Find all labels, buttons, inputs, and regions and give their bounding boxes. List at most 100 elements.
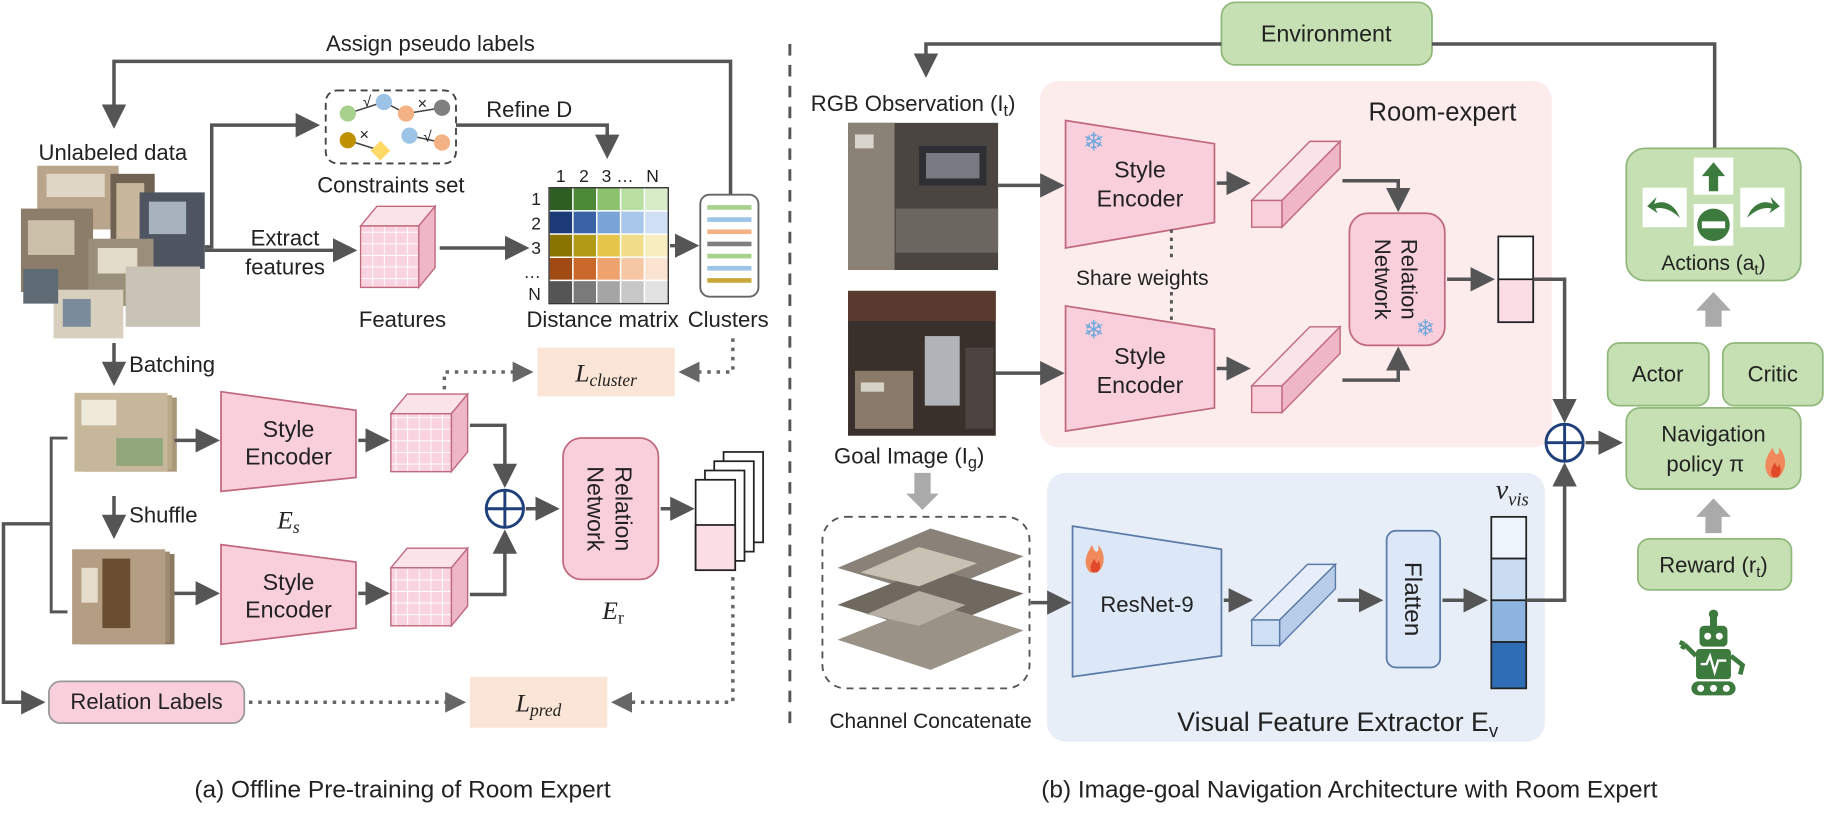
- constraints-set-box: √ × × √: [324, 89, 457, 165]
- output-vector-b: [1497, 235, 1535, 324]
- matrix-cell: [596, 210, 622, 235]
- style-encoder-b-top-line2: Encoder: [1097, 185, 1184, 211]
- batch-images-bottom: [72, 549, 175, 645]
- matrix-col-2: 2: [579, 166, 589, 186]
- matrix-cell: [643, 233, 669, 258]
- features-label: Features: [359, 307, 446, 332]
- clusters-box: [699, 193, 760, 298]
- l-pred-label: Lpred: [515, 689, 562, 721]
- navigation-policy-line2: policy π: [1666, 452, 1744, 477]
- feature-bar-blue: [1249, 562, 1338, 648]
- assign-pseudo-labels-arrow: [101, 59, 733, 195]
- es-label: Es: [276, 505, 300, 537]
- images-to-encoder-arrows: [174, 428, 221, 606]
- snowflake-icon: ❄: [1416, 315, 1436, 341]
- policy-to-actions-arrow: [1696, 292, 1731, 327]
- matrix-cell: [643, 256, 669, 282]
- stop-icon: [1697, 208, 1730, 242]
- robot-icon: [1678, 609, 1746, 696]
- matrix-cell: [596, 187, 622, 212]
- constraint-cross-1: ×: [418, 95, 428, 113]
- batching-label: Batching: [129, 352, 215, 377]
- relation-network-a-line2: Network: [582, 466, 608, 551]
- l-cluster-label: Lcluster: [574, 358, 637, 390]
- matrix-cell: [619, 233, 646, 258]
- matrix-cell: [548, 256, 574, 282]
- reward-to-policy-arrow: [1696, 498, 1731, 534]
- turn-left-icon: [1647, 197, 1680, 218]
- move-forward-icon: [1701, 162, 1726, 192]
- matrix-cell: [596, 256, 622, 282]
- features-verb-label: features: [245, 255, 325, 280]
- matrix-frame: [548, 187, 669, 305]
- batch-images-top: [74, 392, 177, 472]
- caption-a: (a) Offline Pre-training of Room Expert: [194, 776, 610, 803]
- style-encoder-a-bottom-line1: Style: [263, 569, 315, 595]
- style-encoder-a-top-line2: Encoder: [245, 444, 332, 470]
- matrix-cell: [619, 279, 646, 305]
- matrix-cell: [619, 210, 646, 235]
- l-pred-dotted-arrows: [248, 577, 735, 713]
- matrix-cell: [548, 233, 574, 258]
- relation-network-b: Relation Network ❄: [1348, 212, 1446, 347]
- flame-icon: [1765, 447, 1786, 478]
- feature-cube-a-bottom: [389, 546, 470, 628]
- v-vis-label: vvis: [1496, 474, 1529, 510]
- cluster-bar: [707, 241, 752, 247]
- matrix-col-1: 1: [556, 166, 566, 186]
- cluster-bar: [707, 205, 752, 210]
- navigation-policy-line1: Navigation: [1661, 422, 1765, 447]
- snowflake-icon: ❄: [1083, 316, 1104, 344]
- rgb-observation-label: RGB Observation (It): [811, 91, 1016, 120]
- relation-labels-box: Relation Labels: [47, 680, 246, 725]
- matrix-row-1: 1: [531, 189, 541, 209]
- matrix-row-ellipsis: …: [523, 262, 540, 282]
- extract-label: Extract: [251, 226, 320, 251]
- visual-feature-extractor-label: Visual Feature Extractor Ev: [1177, 707, 1499, 741]
- features-to-relation-arrows-b: [1342, 179, 1411, 382]
- outputs-to-sum-arrows-b: [1526, 277, 1577, 603]
- matrix-cell: [643, 187, 669, 212]
- flatten-label: Flatten: [1399, 562, 1426, 636]
- matrix-row-3: 3: [531, 238, 541, 258]
- style-encoder-b-bottom-line1: Style: [1114, 343, 1166, 369]
- matrix-cell: [572, 233, 598, 258]
- concat-operator-a: [484, 488, 525, 529]
- matrix-cell: [643, 279, 669, 305]
- flame-icon: [1085, 544, 1104, 573]
- images-to-style-encoder-arrows: [995, 173, 1065, 386]
- features-cube: [359, 204, 437, 290]
- style-encoder-b-bottom: ❄ Style Encoder: [1064, 304, 1216, 433]
- style-encoder-b-top-line1: Style: [1114, 156, 1166, 182]
- environment-box: Environment: [1220, 1, 1433, 66]
- constraint-check-1: √: [363, 94, 372, 111]
- matrix-cell: [619, 187, 646, 212]
- unlabeled-data-label: Unlabeled data: [39, 140, 188, 165]
- concat-operator-b: [1544, 422, 1585, 463]
- channel-concat-box: [821, 515, 1031, 690]
- matrix-cell: [596, 279, 622, 305]
- matrix-col-3: 3 …: [602, 166, 634, 186]
- clusters-label: Clusters: [688, 307, 769, 332]
- rgb-observation-image: [848, 122, 999, 271]
- matrix-cell: [572, 210, 598, 235]
- share-weights-label: Share weights: [1076, 267, 1209, 290]
- relation-network-b-line2: Network: [1370, 239, 1395, 321]
- matrix-cell: [548, 210, 574, 235]
- l-cluster-dotted-arrows: [442, 338, 735, 390]
- style-encoder-a-top-line1: Style: [263, 416, 315, 442]
- cluster-bar: [707, 217, 752, 222]
- flatten-box: Flatten: [1385, 529, 1442, 669]
- goal-image: [848, 290, 996, 436]
- matrix-col-n: N: [646, 166, 659, 186]
- cluster-bar: [707, 229, 752, 235]
- matrix-cell: [643, 210, 669, 235]
- actor-box: Actor: [1606, 342, 1710, 407]
- channel-concatenate-label: Channel Concatenate: [829, 710, 1031, 733]
- cluster-bar: [707, 278, 752, 283]
- reward-box: Reward (rt): [1637, 538, 1793, 591]
- actions-label: Actions (at): [1661, 252, 1765, 279]
- resnet-label: ResNet-9: [1100, 592, 1193, 617]
- cluster-bar: [707, 253, 752, 259]
- style-encoder-a-bottom-line2: Encoder: [245, 597, 332, 623]
